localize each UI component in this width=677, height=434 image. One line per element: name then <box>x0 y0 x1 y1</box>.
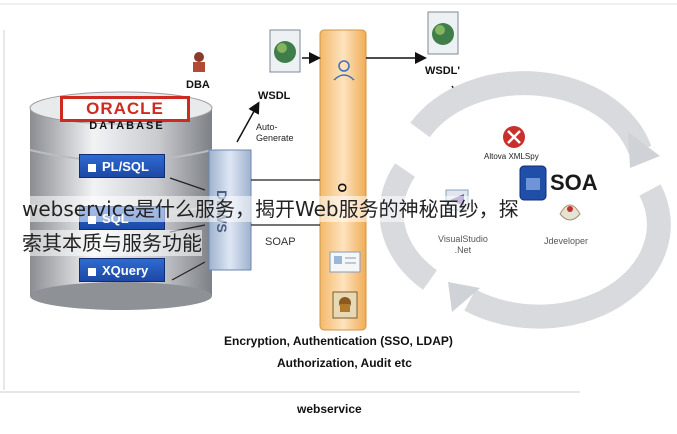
db-item-plsql: PL/SQL <box>79 154 165 178</box>
overlay-title-line-2: 索其本质与服务功能 <box>22 230 202 256</box>
wsdl-label: WSDL <box>258 90 291 102</box>
dba-label: DBA <box>186 79 210 91</box>
soap-label: SOAP <box>265 236 296 248</box>
soa-block-inner <box>526 178 540 190</box>
xquery-connector <box>171 261 206 281</box>
security-line-1: Encryption, Authentication (SSO, LDAP) <box>224 334 453 348</box>
caption-webservice: webservice <box>297 402 362 416</box>
wsdl-prime-document-icon <box>427 11 459 55</box>
jdeveloper-label: Jdeveloper <box>544 236 589 246</box>
plsql-connector <box>169 177 206 191</box>
wsdl-prime-label: WSDL' <box>425 65 460 77</box>
db-item-xquery: XQuery <box>79 258 165 282</box>
soa-cycle-ring <box>379 71 671 329</box>
overlay-title-line-1: webservice是什么服务，揭开Web服务的神秘面纱，探 <box>22 196 519 222</box>
user-icon <box>333 60 355 81</box>
visualstudio-label-line2: .Net <box>454 245 472 255</box>
oracle-database-subtitle: DATABASE <box>89 120 165 132</box>
contact-card-icon <box>329 251 361 273</box>
dba-person-icon <box>193 52 205 72</box>
auto-generate-label-line2: Generate <box>256 133 294 143</box>
lock-document-icon <box>332 291 358 319</box>
oracle-logo: ORACLE <box>60 96 190 122</box>
visualstudio-label-line1: VisualStudio <box>438 234 488 244</box>
soa-label: SOA <box>550 170 598 195</box>
wsdl-document-icon <box>269 29 301 73</box>
auto-generate-label: Auto- Generate <box>256 122 294 144</box>
auto-generate-label-line1: Auto- <box>256 122 278 132</box>
middleware-partial-label: O <box>335 183 349 193</box>
jdeveloper-icon <box>559 204 581 221</box>
wsdl-prime-to-soa-arrow <box>450 85 462 103</box>
auto-generate-arrow <box>236 101 260 143</box>
altova-label: Altova XMLSpy <box>484 152 539 161</box>
altova-xmlspy-icon <box>503 126 525 148</box>
visualstudio-label: VisualStudio .Net <box>438 234 488 256</box>
security-line-2: Authorization, Audit etc <box>277 356 412 370</box>
